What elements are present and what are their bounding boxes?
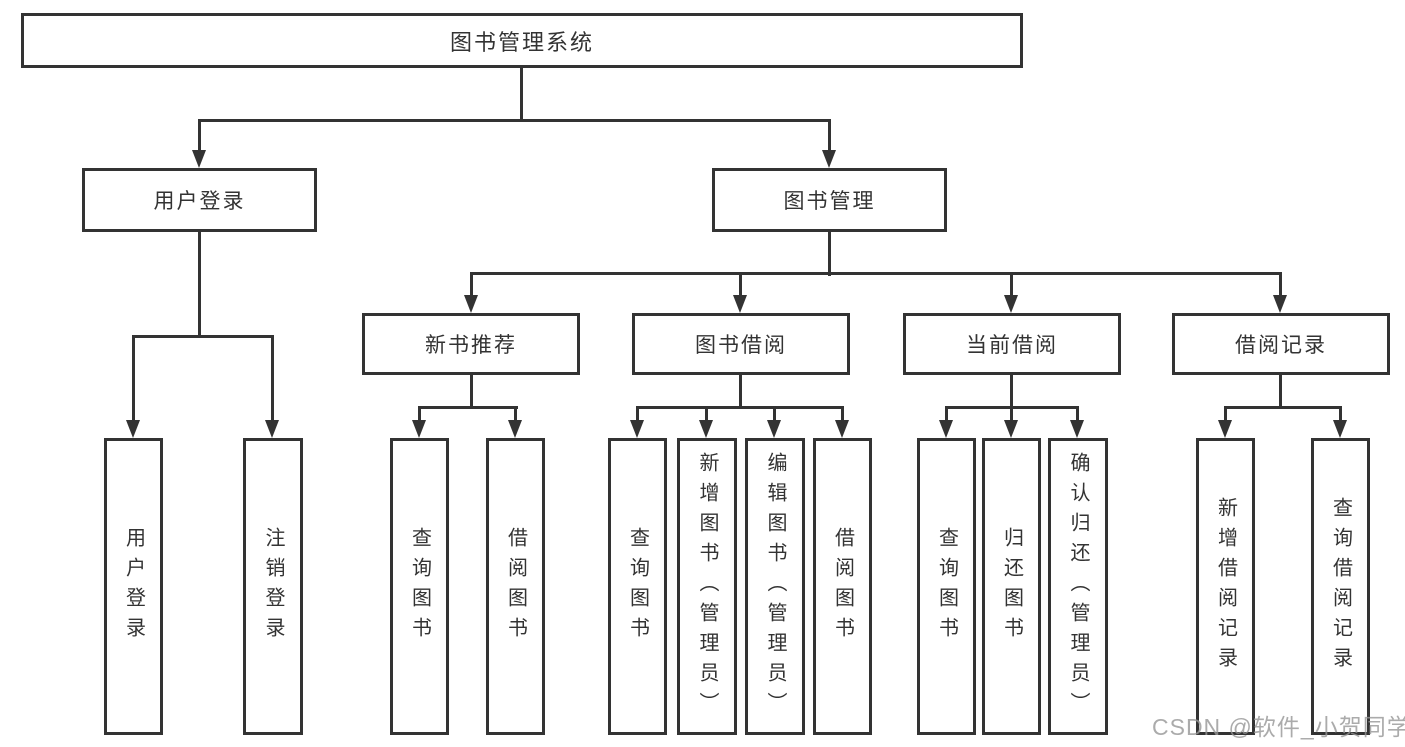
leaf-label: 注销登录	[262, 526, 284, 647]
leaf-query-books-borrow: 查询图书	[608, 438, 667, 735]
connector-drop	[1224, 406, 1227, 422]
connector-drop	[636, 406, 639, 422]
connector-drop-book-borrow	[739, 272, 742, 297]
leaf-label: 新增借阅记录	[1214, 496, 1237, 677]
arrow-down-icon	[733, 295, 747, 313]
leaf-label: 编辑图书（管理员）	[764, 451, 786, 722]
arrow-down-icon	[192, 150, 206, 168]
connector-drop	[773, 406, 776, 422]
connector-drop-current-borrow	[1010, 272, 1013, 297]
connector-user-login-hline	[132, 335, 274, 338]
leaf-query-borrow-record: 查询借阅记录	[1311, 438, 1370, 735]
node-user-login: 用户登录	[82, 168, 317, 232]
node-book-management: 图书管理	[712, 168, 947, 232]
leaf-label: 查询借阅记录	[1329, 496, 1352, 677]
connector-new-book-hline	[418, 406, 518, 409]
arrow-down-icon	[822, 150, 836, 168]
leaf-confirm-return-admin: 确认归还（管理员）	[1048, 438, 1108, 735]
leaf-borrow-books: 借阅图书	[813, 438, 872, 735]
connector-drop-book-management	[828, 119, 831, 152]
leaf-label: 确认归还（管理员）	[1067, 451, 1089, 722]
leaf-label: 查询图书	[626, 526, 649, 647]
connector-drop	[1076, 406, 1079, 422]
leaf-label: 借阅图书	[831, 526, 854, 647]
leaf-borrow-books-recommend: 借阅图书	[486, 438, 545, 735]
arrow-down-icon	[1218, 420, 1232, 438]
connector-root-stem	[520, 66, 523, 122]
arrow-down-icon	[1004, 295, 1018, 313]
connector-book-borrow-stem	[739, 373, 742, 409]
arrow-down-icon	[1004, 420, 1018, 438]
connector-drop	[514, 406, 517, 422]
connector-borrow-records-hline	[1224, 406, 1342, 409]
connector-level2-hline	[198, 119, 831, 122]
connector-drop	[418, 406, 421, 422]
connector-new-book-stem	[470, 373, 473, 409]
arrow-down-icon	[265, 420, 279, 438]
arrow-down-icon	[835, 420, 849, 438]
connector-drop-borrow-records	[1279, 272, 1282, 297]
connector-current-borrow-stem	[1010, 373, 1013, 409]
arrow-down-icon	[508, 420, 522, 438]
leaf-query-books-current: 查询图书	[917, 438, 976, 735]
arrow-down-icon	[464, 295, 478, 313]
csdn-watermark: CSDN @软件_小贺同学	[1152, 714, 1405, 740]
leaf-label: 用户登录	[122, 526, 145, 647]
connector-drop	[705, 406, 708, 422]
arrow-down-icon	[1273, 295, 1287, 313]
arrow-down-icon	[126, 420, 140, 438]
connector-drop-leaf-logout	[271, 335, 274, 422]
leaf-label: 借阅图书	[504, 526, 527, 647]
arrow-down-icon	[767, 420, 781, 438]
leaf-query-books-recommend: 查询图书	[390, 438, 449, 735]
leaf-label: 新增图书（管理员）	[696, 451, 718, 722]
node-current-borrow: 当前借阅	[903, 313, 1121, 375]
connector-borrow-records-stem	[1279, 373, 1282, 409]
connector-drop-new-book	[470, 272, 473, 297]
connector-level3-hline	[470, 272, 1282, 275]
arrow-down-icon	[412, 420, 426, 438]
arrow-down-icon	[1070, 420, 1084, 438]
leaf-label: 查询图书	[408, 526, 431, 647]
leaf-label: 查询图书	[935, 526, 958, 647]
connector-book-borrow-hline	[636, 406, 844, 409]
node-borrow-records: 借阅记录	[1172, 313, 1390, 375]
connector-drop-user-login	[198, 119, 201, 152]
node-book-borrow: 图书借阅	[632, 313, 850, 375]
connector-drop-leaf-login	[132, 335, 135, 422]
arrow-down-icon	[1333, 420, 1347, 438]
arrow-down-icon	[939, 420, 953, 438]
node-new-book-recommend: 新书推荐	[362, 313, 580, 375]
leaf-label: 归还图书	[1000, 526, 1023, 647]
connector-drop	[1339, 406, 1342, 422]
leaf-logout: 注销登录	[243, 438, 303, 735]
leaf-add-books-admin: 新增图书（管理员）	[677, 438, 737, 735]
arrow-down-icon	[699, 420, 713, 438]
node-root-system: 图书管理系统	[21, 13, 1023, 68]
connector-drop	[841, 406, 844, 422]
leaf-return-books: 归还图书	[982, 438, 1041, 735]
connector-drop	[1010, 406, 1013, 422]
leaf-edit-books-admin: 编辑图书（管理员）	[745, 438, 805, 735]
connector-user-login-stem	[198, 230, 201, 338]
leaf-user-login: 用户登录	[104, 438, 163, 735]
leaf-add-borrow-record: 新增借阅记录	[1196, 438, 1255, 735]
connector-book-management-stem	[828, 230, 831, 276]
arrow-down-icon	[630, 420, 644, 438]
connector-drop	[945, 406, 948, 422]
